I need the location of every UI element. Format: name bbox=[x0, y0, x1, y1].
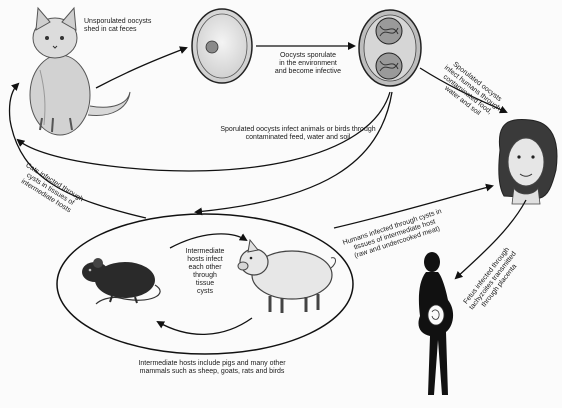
label-line: cysts bbox=[177, 288, 233, 296]
pregnant-woman-silhouette bbox=[418, 252, 453, 395]
label-line: tissue bbox=[177, 280, 233, 288]
pig-illustration bbox=[238, 240, 336, 313]
arrow-pig-to-rat-cycle bbox=[158, 318, 252, 334]
sporulated-oocyst bbox=[359, 10, 421, 86]
label-line: Sporulated oocysts infect animals or bir… bbox=[200, 126, 396, 134]
label-line: Oocysts sporulate bbox=[262, 52, 354, 60]
label-line: Intermediate bbox=[177, 248, 233, 256]
label-oocysts-sporulate: Oocysts sporulate in the environment and… bbox=[262, 52, 354, 76]
label-line: Intermediate hosts include pigs and many… bbox=[104, 360, 320, 368]
label-line: hosts infect bbox=[177, 256, 233, 264]
arrow-oocysts-to-intermediate-hosts bbox=[196, 92, 392, 212]
label-line: shed in cat feces bbox=[84, 26, 151, 34]
label-infect-animals: Sporulated oocysts infect animals or bir… bbox=[200, 126, 396, 142]
label-line: each other bbox=[177, 264, 233, 272]
label-line: in the environment bbox=[262, 60, 354, 68]
label-line: Unsporulated oocysts bbox=[84, 18, 151, 26]
label-intermediate-hosts-include: Intermediate hosts include pigs and many… bbox=[104, 360, 320, 376]
label-line: and become infective bbox=[262, 68, 354, 76]
label-intermediate-infect: Intermediate hosts infect each other thr… bbox=[177, 248, 233, 296]
human-woman-illustration bbox=[499, 119, 557, 204]
unsporulated-oocyst bbox=[192, 9, 252, 83]
label-unsporulated-oocysts: Unsporulated oocysts shed in cat feces bbox=[84, 18, 151, 34]
label-line: mammals such as sheep, goats, rats and b… bbox=[104, 368, 320, 376]
label-line: contaminated feed, water and soil bbox=[200, 134, 396, 142]
label-line: through bbox=[177, 272, 233, 280]
arrow-rat-to-pig-cycle bbox=[170, 234, 246, 248]
arrow-cat-to-unsporulated-oocyst bbox=[96, 48, 186, 88]
rat-illustration bbox=[82, 258, 160, 304]
